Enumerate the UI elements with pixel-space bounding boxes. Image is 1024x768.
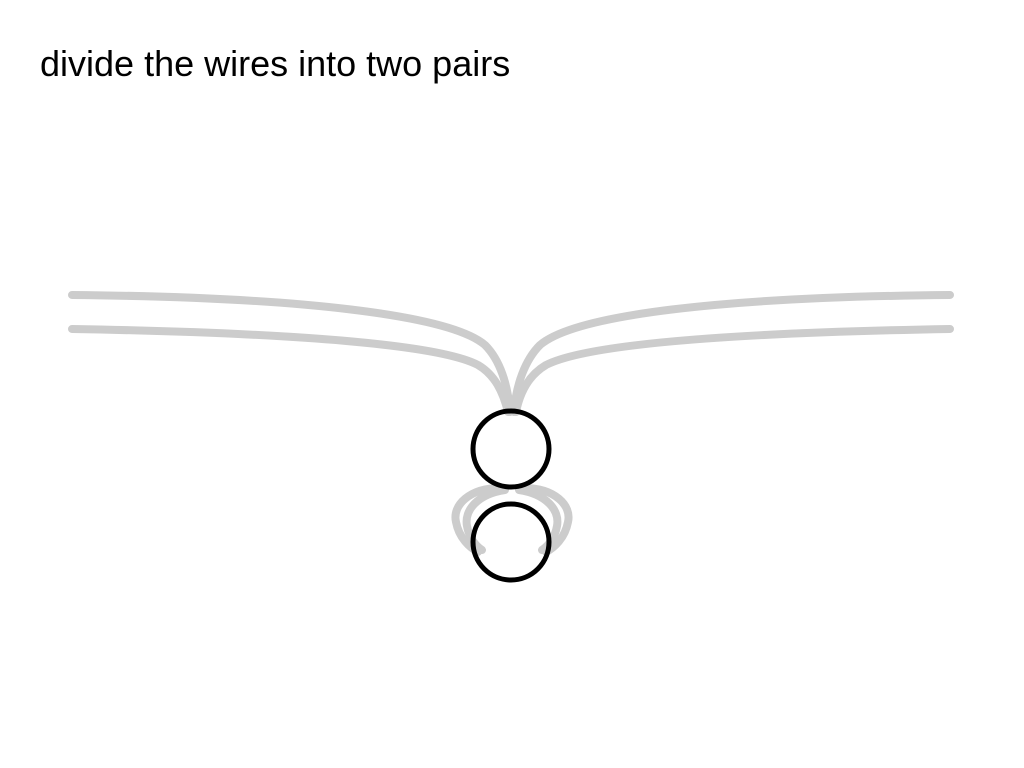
lower-ring[interactable]	[470, 501, 552, 583]
instruction-text: divide the wires into two pairs	[40, 43, 511, 84]
left-upper-wire[interactable]	[68, 291, 514, 416]
right-upper-wire[interactable]	[510, 291, 954, 416]
wire-loop-left-outer	[451, 484, 504, 556]
wire-loop-left-inner	[462, 486, 509, 554]
right-lower-wire[interactable]	[512, 325, 954, 416]
wire-loop-right-outer	[520, 484, 573, 556]
upper-ring[interactable]	[470, 408, 552, 490]
left-lower-wire[interactable]	[68, 325, 512, 416]
wire-loop-right-inner	[515, 486, 562, 554]
